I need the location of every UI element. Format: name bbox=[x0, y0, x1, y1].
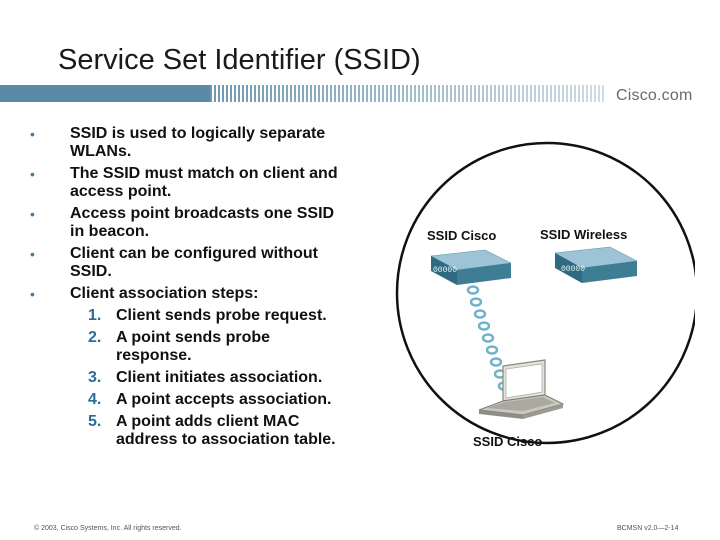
bullet-line: Client can be configured without bbox=[70, 245, 318, 262]
bullet-line: The SSID must match on client and bbox=[70, 165, 338, 182]
bullet-line: in beacon. bbox=[70, 223, 150, 240]
step-line: A point accepts association. bbox=[116, 391, 332, 408]
bullet-line: Access point broadcasts one SSID bbox=[70, 205, 335, 222]
step-number: 5. bbox=[88, 413, 102, 430]
header-band bbox=[0, 85, 720, 102]
bullet-dot-icon: • bbox=[30, 286, 35, 302]
svg-text:00000: 00000 bbox=[561, 265, 585, 274]
bullet-list: • SSID is used to logically separate WLA… bbox=[30, 125, 390, 453]
bullet-dot-icon: • bbox=[30, 166, 35, 182]
bullet-line: SSID is used to logically separate bbox=[70, 125, 326, 142]
bullet-dot-icon: • bbox=[30, 246, 35, 262]
step-line: response. bbox=[116, 347, 192, 364]
ap-left-label: SSID Cisco bbox=[427, 228, 496, 243]
step-number: 2. bbox=[88, 329, 102, 346]
bullet-item: • Client association steps: bbox=[30, 285, 390, 303]
step-line: Client sends probe request. bbox=[116, 307, 327, 324]
logo-backdrop bbox=[606, 85, 720, 107]
bullet-line: access point. bbox=[70, 183, 172, 200]
step-line: A point adds client MAC bbox=[116, 413, 300, 430]
header-band-solid bbox=[0, 85, 210, 102]
bullet-line: Client association steps: bbox=[70, 285, 259, 302]
step-item: 5. A point adds client MAC address to as… bbox=[30, 413, 390, 449]
access-point-right-icon: 00000 bbox=[554, 246, 638, 283]
ssid-diagram: SSID Cisco SSID Wireless 00000 00000 bbox=[395, 141, 695, 449]
coverage-circle bbox=[395, 141, 695, 445]
step-number: 3. bbox=[88, 369, 102, 386]
svg-text:00000: 00000 bbox=[433, 266, 457, 275]
header-band-fade bbox=[210, 85, 720, 102]
step-line: A point sends probe bbox=[116, 329, 271, 346]
slide-title: Service Set Identifier (SSID) bbox=[58, 44, 421, 76]
client-label: SSID Cisco bbox=[473, 434, 542, 449]
bullet-dot-icon: • bbox=[30, 126, 35, 142]
bullet-dot-icon: • bbox=[30, 206, 35, 222]
step-item: 3. Client initiates association. bbox=[30, 369, 390, 387]
cisco-logo: Cisco.com bbox=[616, 87, 693, 104]
copyright-footer: © 2003, Cisco Systems, Inc. All rights r… bbox=[34, 525, 182, 532]
laptop-client-icon bbox=[478, 359, 565, 419]
step-number: 1. bbox=[88, 307, 102, 324]
bullet-line: WLANs. bbox=[70, 143, 132, 160]
step-item: 4. A point accepts association. bbox=[30, 391, 390, 409]
step-line: Client initiates association. bbox=[116, 369, 323, 386]
bullet-item: • Access point broadcasts one SSID in be… bbox=[30, 205, 390, 241]
step-item: 1. Client sends probe request. bbox=[30, 307, 390, 325]
bullet-item: • SSID is used to logically separate WLA… bbox=[30, 125, 390, 161]
bullet-item: • The SSID must match on client and acce… bbox=[30, 165, 390, 201]
step-item: 2. A point sends probe response. bbox=[30, 329, 390, 365]
access-point-left-icon: 00000 bbox=[430, 249, 512, 285]
ap-right-label: SSID Wireless bbox=[540, 227, 627, 242]
step-line: address to association table. bbox=[116, 431, 336, 448]
course-code-footer: BCMSN v2.0—2-14 bbox=[617, 525, 679, 532]
bullet-line: SSID. bbox=[70, 263, 112, 280]
bullet-item: • Client can be configured without SSID. bbox=[30, 245, 390, 281]
step-number: 4. bbox=[88, 391, 102, 408]
